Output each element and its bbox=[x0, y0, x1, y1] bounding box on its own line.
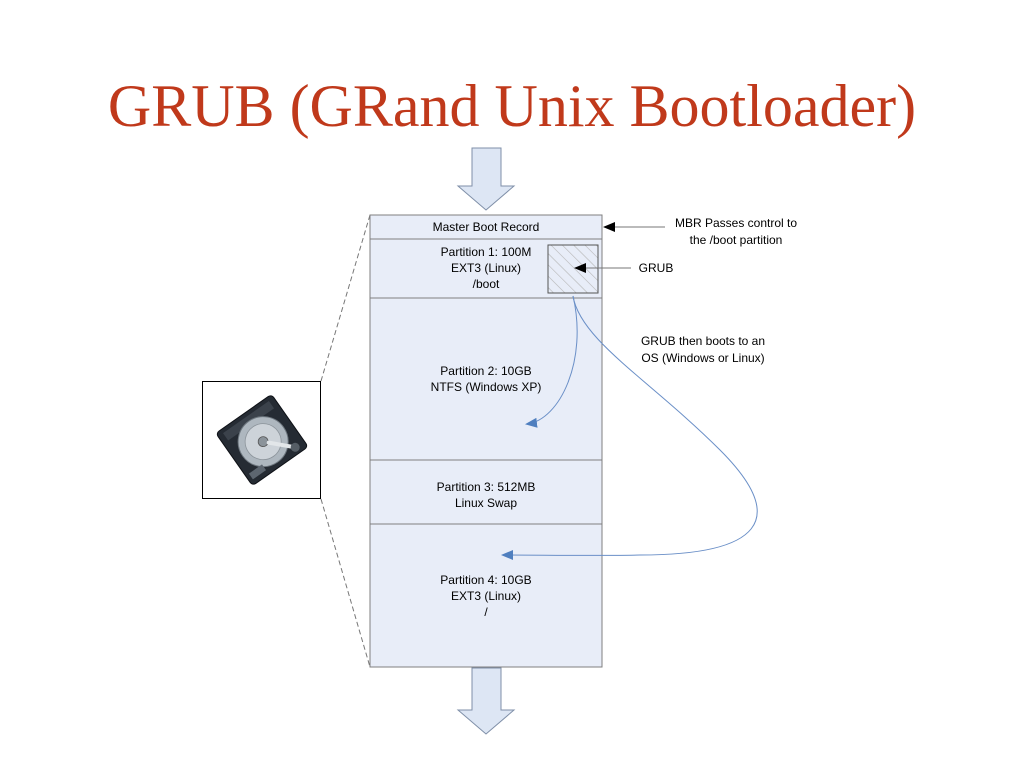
boot-note: GRUB then boots to an OS (Windows or Lin… bbox=[640, 334, 766, 365]
mbr-note: MBR Passes control to the /boot partitio… bbox=[674, 216, 798, 247]
boot-flow-to-linux bbox=[501, 295, 758, 561]
partition-3-label: Partition 3: 512MB Linux Swap bbox=[436, 480, 536, 510]
outgoing-block-arrow bbox=[456, 667, 516, 735]
slide-title: GRUB (GRand Unix Bootloader) bbox=[107, 73, 917, 139]
zoom-line-bottom bbox=[320, 498, 371, 668]
partition-2-label: Partition 2: 10GB NTFS (Windows XP) bbox=[430, 364, 542, 394]
grub-label: GRUB bbox=[638, 261, 674, 275]
partition-4-label: Partition 4: 10GB EXT3 (Linux) / bbox=[440, 573, 532, 619]
mbr-label: Master Boot Record bbox=[432, 220, 540, 234]
grub-hatched-box bbox=[547, 244, 599, 294]
zoom-line-top bbox=[320, 214, 371, 382]
partition-1-label: Partition 1: 100M EXT3 (Linux) /boot bbox=[440, 245, 532, 291]
partition-block-p4 bbox=[369, 523, 603, 668]
mbr-pointer-head bbox=[603, 222, 615, 232]
partition-block-p3 bbox=[369, 459, 603, 525]
boot-flow-to-windows bbox=[525, 295, 578, 428]
hard-drive-illustration bbox=[216, 395, 308, 485]
grub-pointer-head bbox=[574, 263, 586, 273]
partition-block-p2 bbox=[369, 297, 603, 461]
incoming-block-arrow bbox=[456, 147, 516, 211]
